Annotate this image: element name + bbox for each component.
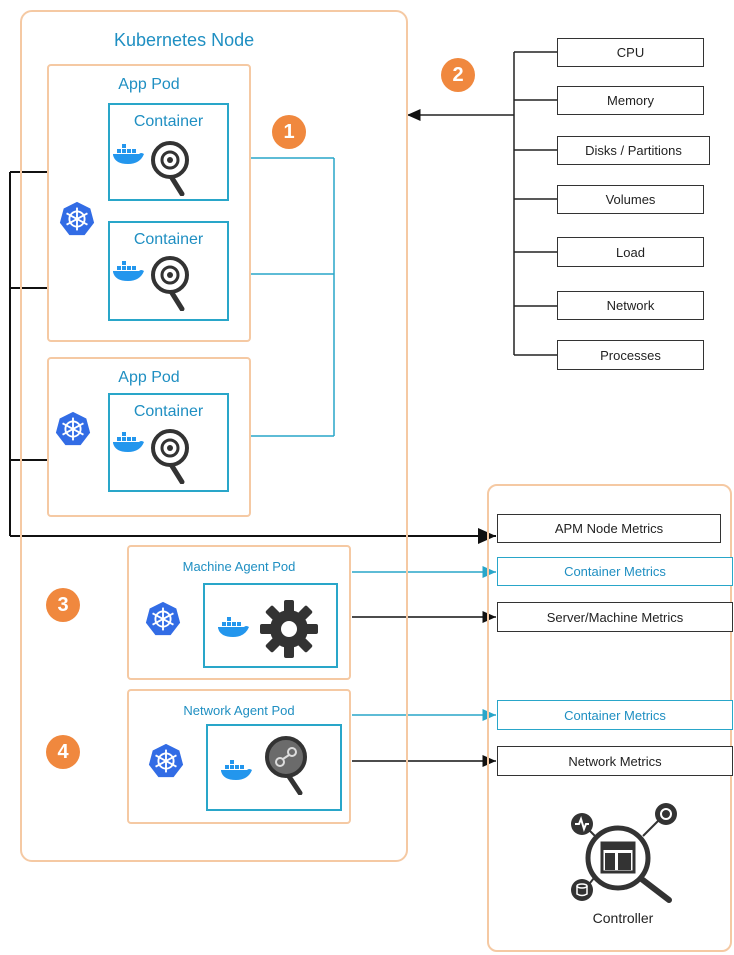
apm-agent-magnifier-icon xyxy=(151,429,189,484)
docker-icon xyxy=(113,432,144,452)
server-machine-metrics: Server/Machine Metrics xyxy=(497,602,733,632)
kubernetes-icon xyxy=(145,601,181,636)
controller-label: Controller xyxy=(592,910,654,926)
host-metrics-tree xyxy=(513,51,557,356)
network-metrics: Network Metrics xyxy=(497,746,733,776)
host-metric-cpu: CPU xyxy=(557,38,704,67)
container-label: Container xyxy=(133,231,204,248)
host-metric-memory: Memory xyxy=(557,86,704,115)
apm-agent-magnifier-icon xyxy=(151,256,189,311)
step-badge-1: 1 xyxy=(272,115,306,149)
machine-agent-pod-title: Machine Agent Pod xyxy=(182,559,296,574)
container-label: Container xyxy=(133,403,204,420)
container-metrics: Container Metrics xyxy=(497,700,733,730)
container-metrics: Container Metrics xyxy=(497,557,733,586)
network-agent-magnifier-icon xyxy=(265,736,307,795)
network-agent-pod-title: Network Agent Pod xyxy=(183,703,295,718)
host-metric-load: Load xyxy=(557,237,704,267)
controller-icon xyxy=(571,803,677,903)
gear-icon xyxy=(260,600,318,658)
step-badge-2: 2 xyxy=(441,58,475,92)
kubernetes-icon xyxy=(55,411,91,446)
docker-icon xyxy=(113,144,144,164)
kubernetes-node-title: Kubernetes Node xyxy=(114,30,255,50)
host-metric-processes: Processes xyxy=(557,340,704,370)
host-metric-disks: Disks / Partitions xyxy=(557,136,710,165)
step-badge-4: 4 xyxy=(46,735,80,769)
app-pod-title: App Pod xyxy=(118,369,180,386)
docker-icon xyxy=(113,261,144,281)
apm-agent-magnifier-icon xyxy=(151,141,189,196)
apm-node-metrics: APM Node Metrics xyxy=(497,514,721,543)
app-pod-title: App Pod xyxy=(118,76,180,93)
host-metric-volumes: Volumes xyxy=(557,185,704,214)
docker-icon xyxy=(221,760,252,780)
kubernetes-icon xyxy=(148,743,184,778)
host-metric-network: Network xyxy=(557,291,704,320)
step-badge-3: 3 xyxy=(46,588,80,622)
docker-icon xyxy=(218,617,249,637)
kubernetes-icon xyxy=(59,201,95,236)
container-label: Container xyxy=(133,113,204,130)
kubernetes-node: Kubernetes Node xyxy=(20,10,408,862)
